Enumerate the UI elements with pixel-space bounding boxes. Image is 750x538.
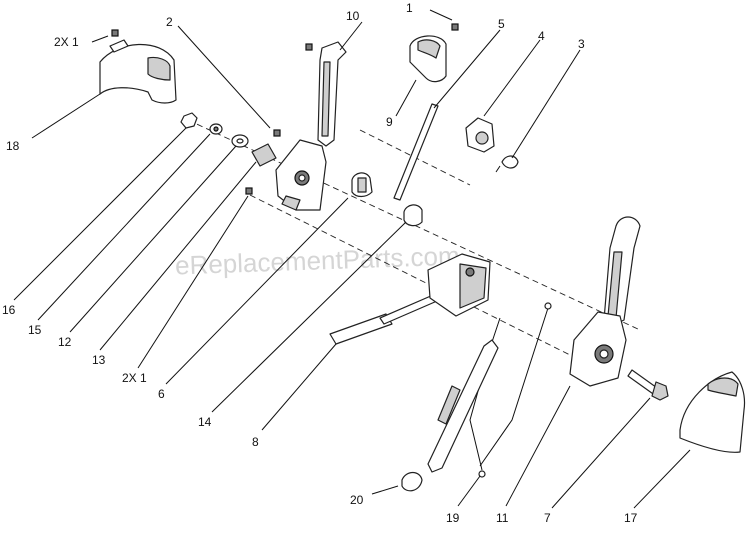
part-17-right-cover[interactable] <box>679 371 746 453</box>
part-3-spring[interactable] <box>495 155 519 173</box>
callout-3: 3 <box>578 37 585 51</box>
part-10-left-lever[interactable] <box>275 41 347 211</box>
callout-11: 11 <box>496 511 509 525</box>
callout-6: 6 <box>158 387 165 401</box>
part-9-knob-cover[interactable] <box>409 35 447 83</box>
part-18-left-cover[interactable] <box>99 39 177 104</box>
callout-5: 5 <box>498 17 505 31</box>
callout-16: 16 <box>2 303 16 317</box>
part-20-spring-link[interactable] <box>401 339 499 492</box>
callout-2: 2 <box>166 15 173 29</box>
part-5-rod[interactable] <box>393 103 439 201</box>
part-bolt-right[interactable] <box>627 369 669 401</box>
callout-2x1-bottom: 2X 1 <box>122 371 147 385</box>
part-2-screw-upper[interactable] <box>273 129 281 137</box>
callout-19: 19 <box>446 511 460 525</box>
callout-10: 10 <box>346 9 360 23</box>
part-7-right-lever[interactable] <box>569 216 641 387</box>
part-15-washer[interactable] <box>209 123 223 135</box>
callout-7: 7 <box>544 511 551 525</box>
part-8-shaft-arm[interactable] <box>329 253 491 345</box>
callout-14: 14 <box>198 415 212 429</box>
part-14-bushing[interactable] <box>403 204 423 227</box>
part-6-clip[interactable] <box>351 172 373 198</box>
part-1-screw-top[interactable] <box>451 23 459 31</box>
part-1-screw-left[interactable] <box>111 29 119 37</box>
watermark: eReplacementParts.com <box>175 241 461 281</box>
callout-15: 15 <box>28 323 42 337</box>
callout-9: 9 <box>386 115 393 129</box>
callout-20: 20 <box>350 493 364 507</box>
callout-12: 12 <box>58 335 72 349</box>
callout-2x1-top: 2X 1 <box>54 35 79 49</box>
callout-1: 1 <box>406 1 413 15</box>
part-12-washer[interactable] <box>231 134 249 148</box>
callout-4: 4 <box>538 29 545 43</box>
part-2-screw-top[interactable] <box>305 43 313 51</box>
part-16-nut[interactable] <box>180 112 198 129</box>
part-2-screw-lower[interactable] <box>245 187 253 195</box>
leader-lines <box>13 9 691 509</box>
part-11-cable[interactable] <box>479 302 552 467</box>
part-13-plate[interactable] <box>251 143 277 167</box>
callout-17: 17 <box>624 511 638 525</box>
part-4-bracket[interactable] <box>465 117 495 153</box>
callout-8: 8 <box>252 435 259 449</box>
callout-13: 13 <box>92 353 106 367</box>
callout-labels: 1 2X 1 2 10 5 4 3 9 18 16 15 12 13 2X 1 … <box>2 1 638 525</box>
callout-18: 18 <box>6 139 20 153</box>
